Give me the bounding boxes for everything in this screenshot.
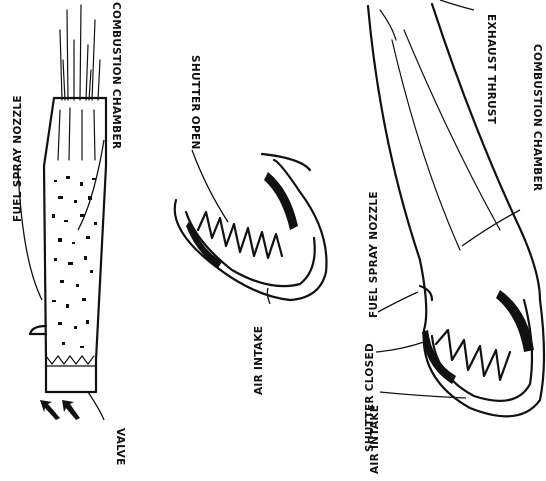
label-combustion-chamber-left: COMBUSTION CHAMBER — [110, 2, 122, 149]
label-valve: VALVE — [114, 428, 126, 466]
intake-arrows — [40, 400, 80, 420]
combustion-tube-outline — [44, 98, 106, 392]
label-fuel-spray-nozzle-right: FUEL SPRAY NOZZLE — [368, 191, 380, 318]
label-fuel-spray-nozzle-left: FUEL SPRAY NOZZLE — [12, 95, 24, 222]
label-air-intake-middle: AIR INTAKE — [253, 326, 265, 395]
label-exhaust-thrust: EXHAUST THRUST — [485, 14, 497, 125]
middle-shutter-section: SHUTTER OPEN AIR INTAKE — [175, 55, 327, 395]
label-shutter-open: SHUTTER OPEN — [189, 55, 201, 150]
fuel-nozzle-pipe — [30, 326, 46, 334]
label-combustion-chamber-right: COMBUSTION CHAMBER — [531, 44, 543, 191]
exhaust-streaks — [60, 5, 100, 100]
chamber-hatching — [58, 108, 95, 160]
label-air-intake-right: AIR INTAKE — [369, 405, 381, 474]
tube-inner-line — [392, 40, 460, 250]
left-engine-section: FUEL SPRAY NOZZLE COMBUSTION CHAMBER VAL… — [12, 2, 126, 466]
right-engine-section: EXHAUST THRUST COMBUSTION CHAMBER FUEL S… — [364, 0, 544, 474]
valve-zigzag — [46, 356, 94, 364]
